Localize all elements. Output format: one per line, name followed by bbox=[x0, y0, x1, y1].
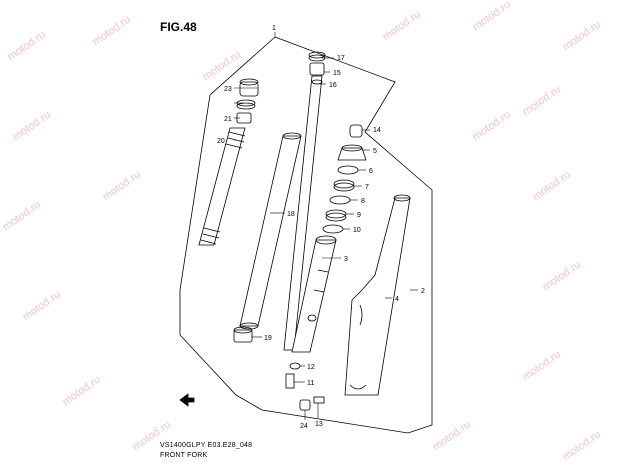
part-label-13: 13 bbox=[315, 421, 323, 428]
part-label-14: 14 bbox=[373, 127, 381, 134]
part-label-9: 9 bbox=[357, 212, 361, 219]
part-label-17: 17 bbox=[337, 55, 345, 62]
part-label-7: 7 bbox=[365, 184, 369, 191]
part-3-inner-tube bbox=[291, 235, 337, 353]
model-code: VS1400GLPY E03.E28_048 bbox=[160, 442, 253, 449]
part-label-2: 2 bbox=[421, 288, 425, 295]
part-24-cap bbox=[299, 399, 311, 411]
figure-name: FRONT FORK bbox=[160, 452, 208, 459]
part-label-8: 8 bbox=[361, 198, 365, 205]
part-22-washer bbox=[236, 99, 256, 110]
part-8-washer bbox=[329, 195, 351, 205]
part-9-bushing bbox=[325, 209, 347, 222]
part-label-6: 6 bbox=[369, 168, 373, 175]
part-20-spring bbox=[198, 127, 246, 246]
part-11-bolt bbox=[285, 373, 295, 389]
part-label-12: 12 bbox=[307, 364, 315, 371]
part-5-dust-seal bbox=[337, 144, 367, 161]
part-label-20: 20 bbox=[217, 138, 225, 145]
part-10-bushing bbox=[322, 224, 344, 234]
part-label-10: 10 bbox=[353, 227, 361, 234]
part-label-16: 16 bbox=[329, 82, 337, 89]
part-label-24: 24 bbox=[300, 423, 308, 430]
part-18-outer-tube bbox=[239, 132, 302, 330]
part-label-3: 3 bbox=[344, 256, 348, 263]
part-label-19: 19 bbox=[264, 335, 272, 342]
part-label-1: 1 bbox=[272, 25, 276, 32]
part-14-seal-top bbox=[349, 124, 363, 138]
part-label-21: 21 bbox=[224, 116, 232, 123]
part-4-slider bbox=[344, 194, 411, 396]
assembly-boundary bbox=[179, 36, 433, 434]
part-label-4: 4 bbox=[395, 296, 399, 303]
part-13-bolt bbox=[313, 396, 325, 404]
part-6-clip bbox=[337, 165, 359, 175]
part-label-23: 23 bbox=[224, 86, 232, 93]
part-7-oil-seal bbox=[333, 179, 355, 192]
figure-title: FIG.48 bbox=[160, 20, 197, 34]
front-arrow-icon bbox=[179, 393, 195, 407]
part-19-bushing bbox=[233, 326, 253, 343]
part-label-15: 15 bbox=[333, 70, 341, 77]
part-label-18: 18 bbox=[287, 211, 295, 218]
part-label-11: 11 bbox=[307, 380, 314, 387]
part-23-cap bbox=[239, 78, 259, 97]
part-12-washer bbox=[289, 362, 301, 370]
part-17-ring bbox=[308, 51, 326, 62]
part-label-5: 5 bbox=[373, 148, 377, 155]
